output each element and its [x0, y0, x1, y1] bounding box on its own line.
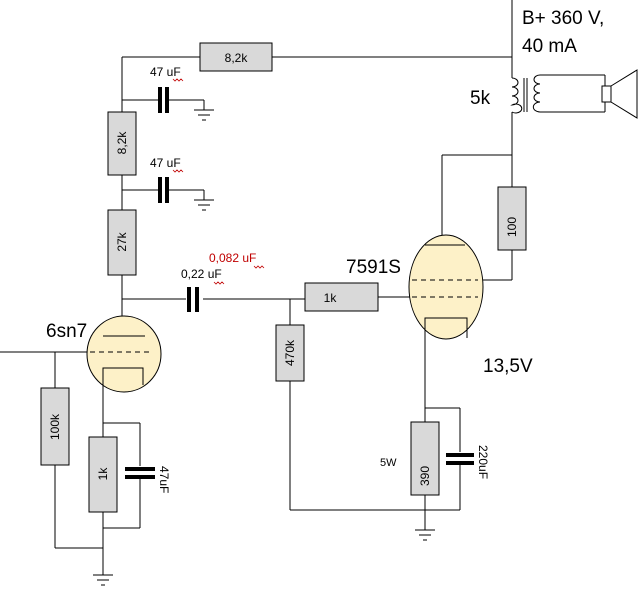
svg-text:27k: 27k: [115, 231, 129, 251]
tube-7591s-label: 7591S: [346, 257, 401, 278]
speaker-icon: [601, 69, 638, 119]
capacitor-cathode-input: 47uF: [125, 466, 171, 493]
resistor-r-grid-stopper: 1k: [304, 282, 379, 312]
tube-6sn7: 6sn7: [46, 315, 162, 393]
svg-text:1k: 1k: [324, 291, 338, 305]
ground-icon: [194, 199, 214, 211]
ground-icon: [93, 574, 113, 586]
svg-text:1k: 1k: [96, 467, 110, 481]
bias-voltage-label: 13,5V: [483, 356, 533, 377]
capacitor-coupling: 0,22 uF 0,082 uF: [181, 251, 265, 312]
tube-7591s: 7591S: [346, 234, 484, 340]
tube-6sn7-label: 6sn7: [46, 321, 87, 342]
resistor-r-screen: 100: [497, 186, 527, 251]
svg-text:8,2k: 8,2k: [115, 131, 129, 155]
capacitor-coupling-alt-label: 0,082 uF: [209, 251, 256, 265]
svg-text:47uF: 47uF: [157, 466, 171, 493]
output-transformer: 5k: [470, 74, 541, 114]
svg-text:220uF: 220uF: [476, 445, 490, 479]
transformer-label: 5k: [470, 88, 491, 109]
resistor-r-cathode-output: 390: [410, 421, 440, 496]
ground-icon: [194, 109, 214, 121]
svg-text:47 uF: 47 uF: [150, 156, 181, 170]
supply-voltage-label: B+ 360 V,: [522, 8, 604, 29]
svg-text:47 uF: 47 uF: [150, 65, 181, 79]
svg-text:8,2k: 8,2k: [225, 51, 249, 65]
supply-current-label: 40 mA: [522, 36, 577, 57]
wiring: [0, 0, 606, 575]
svg-text:470k: 470k: [283, 339, 297, 366]
svg-text:100k: 100k: [48, 413, 62, 440]
svg-text:390: 390: [418, 466, 432, 486]
resistor-r-input-shunt: 100k: [40, 387, 70, 466]
resistor-r-cathode-input: 1k: [88, 436, 118, 513]
resistor-r-grid-leak: 470k: [275, 324, 305, 382]
capacitor-filter-mid: 47 uF: [150, 156, 184, 203]
resistor-r-top: 8,2k: [199, 42, 273, 72]
ground-icon: [415, 529, 435, 541]
capacitor-filter-top: 47 uF: [150, 65, 184, 113]
r-cathode-output-power-label: 5W: [380, 457, 397, 469]
resistor-r-mid: 8,2k: [107, 111, 137, 176]
svg-text:100: 100: [505, 217, 519, 237]
svg-text:0,22 uF: 0,22 uF: [181, 267, 222, 281]
resistor-r-plate: 27k: [107, 209, 137, 276]
capacitor-cathode-output: 220uF: [446, 445, 490, 479]
